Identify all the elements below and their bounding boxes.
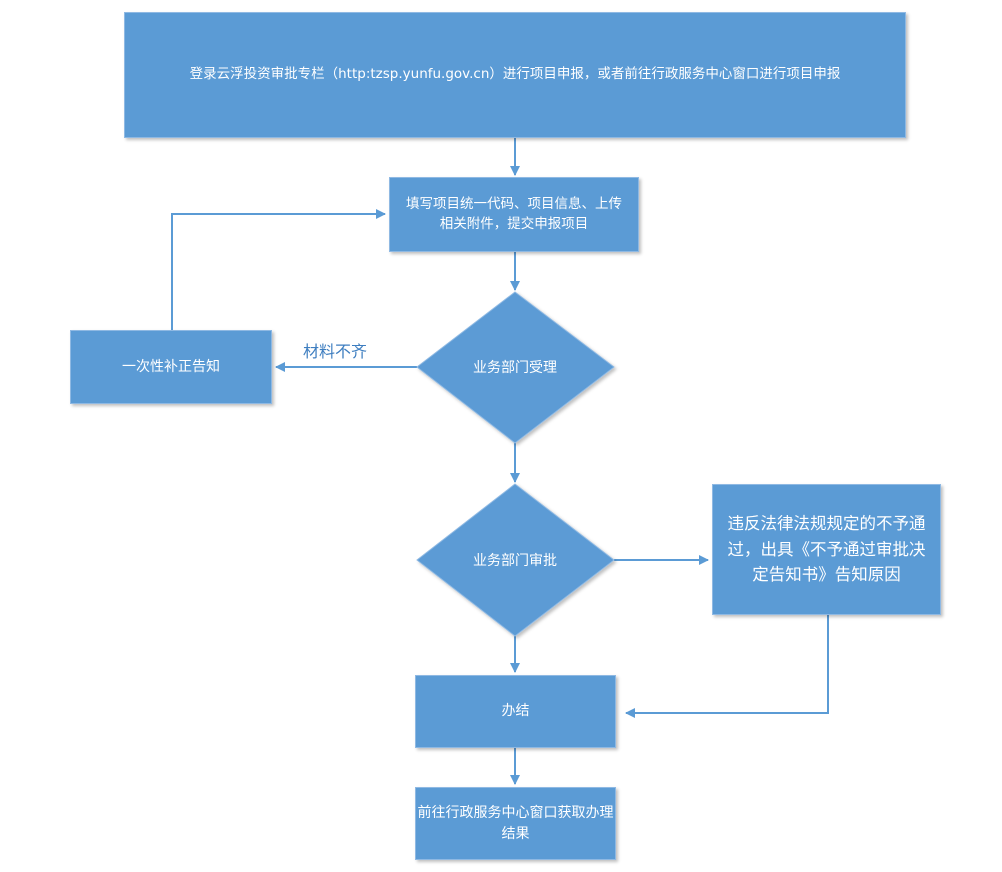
node-correction-notice: 一次性补正告知 bbox=[70, 330, 272, 404]
node-done: 办结 bbox=[415, 675, 616, 748]
node-collect-result: 前往行政服务中心窗口获取办理结果 bbox=[415, 787, 616, 860]
node-correction-notice-text: 一次性补正告知 bbox=[122, 358, 220, 375]
edge-label-incomplete: 材料不齐 bbox=[303, 342, 368, 361]
node-reject-notice-text: 违反法律法规规定的不予通过，出具《不予通过审批决定告知书》告知原因 bbox=[727, 514, 926, 585]
decision-accept-label: 业务部门受理 bbox=[473, 360, 557, 376]
node-done-text: 办结 bbox=[501, 703, 530, 720]
decision-approve-label: 业务部门审批 bbox=[473, 553, 557, 569]
node-fill-form-text: 填写项目统一代码、项目信息、上传相关附件，提交申报项目 bbox=[406, 195, 622, 232]
node-collect-result-text: 前往行政服务中心窗口获取办理结果 bbox=[417, 805, 614, 842]
arrow-reject-to-done bbox=[625, 615, 829, 718]
decision-approve: 业务部门审批 bbox=[416, 483, 615, 637]
decision-accept: 业务部门受理 bbox=[416, 291, 615, 444]
arrow-notice-to-fill bbox=[171, 209, 386, 330]
node-portal-text: 登录云浮投资审批专栏（http:tzsp.yunfu.gov.cn）进行项目申报… bbox=[189, 66, 841, 83]
node-fill-form: 填写项目统一代码、项目信息、上传相关附件，提交申报项目 bbox=[389, 177, 639, 252]
node-reject-notice: 违反法律法规规定的不予通过，出具《不予通过审批决定告知书》告知原因 bbox=[712, 484, 941, 615]
node-portal-submit: 登录云浮投资审批专栏（http:tzsp.yunfu.gov.cn）进行项目申报… bbox=[124, 12, 906, 138]
